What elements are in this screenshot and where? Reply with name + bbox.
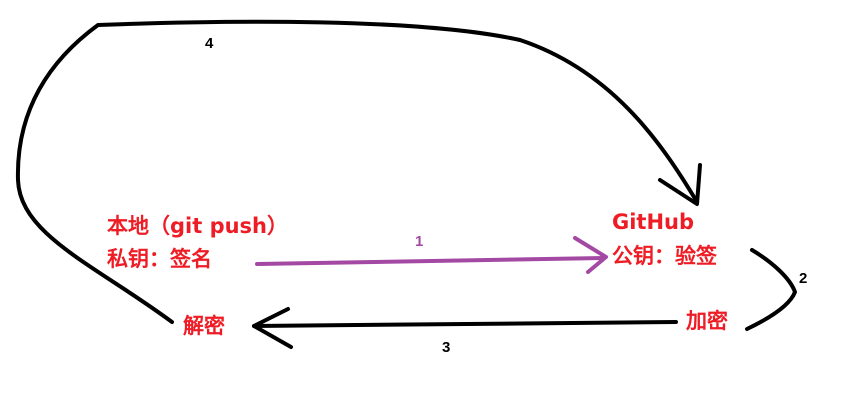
step-2-label: 2	[799, 270, 807, 287]
github-title: GitHub	[612, 210, 694, 234]
step-3-label: 3	[442, 339, 450, 356]
arrow-step-3	[252, 320, 678, 328]
github-key-label: 公钥：验签	[612, 244, 718, 268]
arrowhead-step-1	[573, 236, 608, 274]
local-title: 本地（git push）	[107, 214, 288, 238]
decrypt-label: 解密	[183, 314, 225, 338]
arrow-step-1	[255, 256, 606, 266]
arrow-step-2	[745, 248, 797, 331]
step-4-label: 4	[205, 35, 214, 52]
arrow-step-4	[15, 19, 699, 324]
arrowhead-step-3	[252, 307, 293, 349]
encrypt-label: 加密	[685, 309, 728, 333]
step-1-label: 1	[415, 233, 423, 250]
local-key-label: 私钥：签名	[107, 247, 212, 271]
arrowhead-step-4	[658, 163, 702, 206]
